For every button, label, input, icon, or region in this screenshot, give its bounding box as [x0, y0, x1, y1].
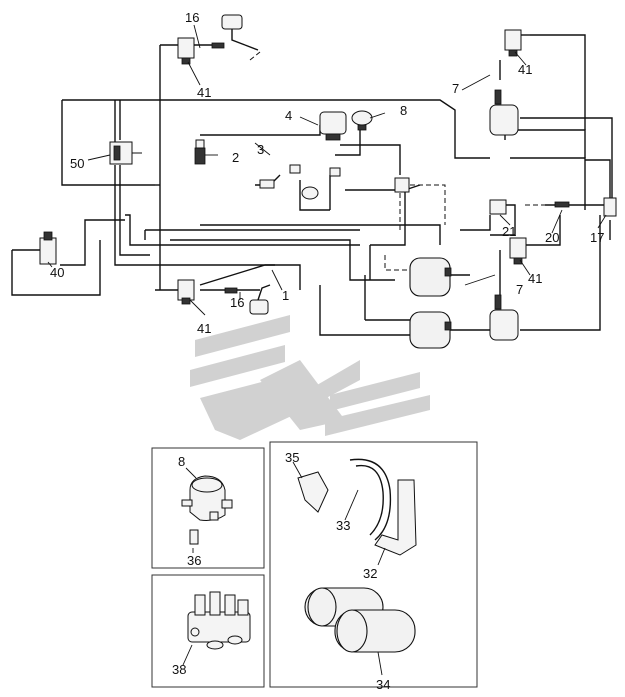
label-8-top: 8: [400, 103, 407, 118]
centre-module: [301, 167, 410, 200]
air-tank-lower: [409, 311, 452, 349]
unit-4: [319, 111, 347, 141]
label-16-top: 16: [185, 10, 199, 25]
dashed-lines: [249, 51, 565, 271]
label-41-bottom-left: 41: [197, 321, 211, 336]
unit-2: [194, 139, 206, 165]
label-2: 2: [232, 150, 239, 165]
unit-3: [255, 164, 301, 189]
label-7-bottom: 7: [516, 282, 523, 297]
spring-brake-7-top: [489, 89, 519, 136]
air-tank-upper: [409, 257, 452, 297]
unit-8-top: [351, 110, 373, 131]
label-8-inset: 8: [178, 454, 185, 469]
valve-17: [603, 197, 617, 217]
part-labels: 16 41 4 8 50 2 3 40 7 41 21 20 17 41 7 1…: [50, 10, 604, 336]
label-50: 50: [70, 156, 84, 171]
label-1: 1: [282, 288, 289, 303]
inset-strap-33: [344, 458, 392, 541]
brake-chamber-16-top: [211, 14, 259, 51]
inset-unit-8: [181, 467, 233, 553]
watermark-logo: [190, 315, 430, 440]
label-21: 21: [502, 224, 516, 239]
label-35: 35: [285, 450, 299, 465]
label-34: 34: [376, 677, 390, 692]
label-33: 33: [336, 518, 350, 533]
inset-bracket-35: [292, 461, 329, 513]
inset-valve-38: [182, 591, 251, 666]
label-16-bottom: 16: [230, 295, 244, 310]
spring-brake-7-bottom: [489, 294, 519, 341]
label-41-top-right: 41: [518, 62, 532, 77]
valve-41-top-right: [504, 29, 522, 57]
valve-21: [489, 199, 507, 215]
label-3: 3: [257, 142, 264, 157]
valve-50: [109, 141, 142, 165]
valve-41-bottom-left: [177, 279, 195, 305]
inset-support-32: [374, 479, 417, 566]
label-17: 17: [590, 230, 604, 245]
label-32: 32: [363, 566, 377, 581]
label-4: 4: [285, 108, 292, 123]
label-20: 20: [545, 230, 559, 245]
valve-40: [39, 231, 57, 265]
inset-tanks-34: [304, 587, 416, 676]
leader-lines: [47, 24, 607, 316]
hose-20: [554, 201, 570, 208]
valve-41-bottom-right: [509, 237, 527, 265]
label-36: 36: [187, 553, 201, 568]
label-41-top-left: 41: [197, 85, 211, 100]
label-7-top: 7: [452, 81, 459, 96]
valve-41-top-left: [177, 37, 195, 65]
label-38: 38: [172, 662, 186, 677]
label-41-bottom-right: 41: [528, 271, 542, 286]
label-40: 40: [50, 265, 64, 280]
brake-chamber-16-bottom: [224, 284, 271, 315]
